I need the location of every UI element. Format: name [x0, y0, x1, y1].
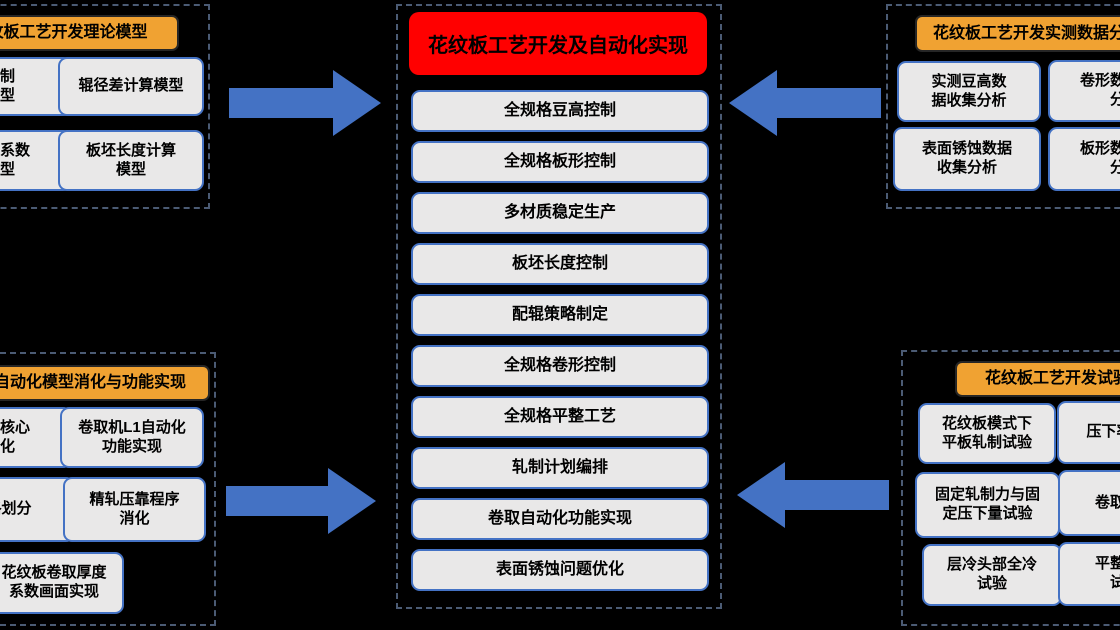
test-item: 层冷头部全冷 试验 [922, 544, 1062, 606]
center-item: 配辊策略制定 [411, 294, 709, 336]
test-item: 压下率试验 [1057, 401, 1120, 464]
measured-item: 板形数据收集 分析 [1048, 127, 1120, 191]
arrow-left-icon [737, 462, 889, 528]
measured-item: 表面锈蚀数据 收集分析 [893, 127, 1041, 191]
group-center-outline [396, 4, 722, 609]
center-item: 板坯长度控制 [411, 243, 709, 285]
center-item: 全规格板形控制 [411, 141, 709, 183]
center-item: 全规格平整工艺 [411, 396, 709, 438]
theory-item: 板坯长度计算 模型 [58, 130, 204, 191]
group-theory-header: 花纹板工艺开发理论模型 [0, 15, 179, 51]
group-theory-outline [0, 4, 210, 209]
arrow-right-icon [229, 70, 381, 136]
test-item: 固定轧制力与固 定压下量试验 [915, 472, 1060, 538]
group-automation-header: 自动化模型消化与功能实现 [0, 365, 210, 401]
group-automation-outline [0, 352, 216, 626]
group-test-outline [901, 350, 1120, 626]
arrow-left-icon [729, 70, 881, 136]
automation-item: 卷取机L1自动化 功能实现 [60, 407, 204, 468]
center-item: 全规格豆高控制 [411, 90, 709, 132]
group-measured-outline [886, 4, 1120, 209]
measured-item: 卷形数据收集 分析 [1048, 60, 1120, 122]
center-item: 全规格卷形控制 [411, 345, 709, 387]
arrow-right-icon [226, 468, 376, 534]
automation-item: 精轧压靠程序 消化 [63, 477, 206, 542]
group-measured-header: 花纹板工艺开发实测数据分析 [915, 15, 1120, 52]
test-item: 平整工艺 试验 [1058, 542, 1120, 606]
theory-item: 辊径差计算模型 [58, 57, 204, 116]
automation-item: 规格划分 [0, 477, 75, 542]
group-test-header: 花纹板工艺开发试验 [955, 361, 1120, 397]
center-item: 表面锈蚀问题优化 [411, 549, 709, 591]
measured-item: 实测豆高数 据收集分析 [897, 61, 1041, 122]
test-item: 花纹板模式下 平板轧制试验 [918, 403, 1056, 464]
automation-item: 花纹板卷取厚度 系数画面实现 [0, 552, 124, 614]
test-item: 卷取试验 [1058, 470, 1120, 536]
center-item: 轧制计划编排 [411, 447, 709, 489]
center-item: 多材质稳定生产 [411, 192, 709, 234]
center-item: 卷取自动化功能实现 [411, 498, 709, 540]
center-title: 花纹板工艺开发及自动化实现 [409, 12, 707, 75]
